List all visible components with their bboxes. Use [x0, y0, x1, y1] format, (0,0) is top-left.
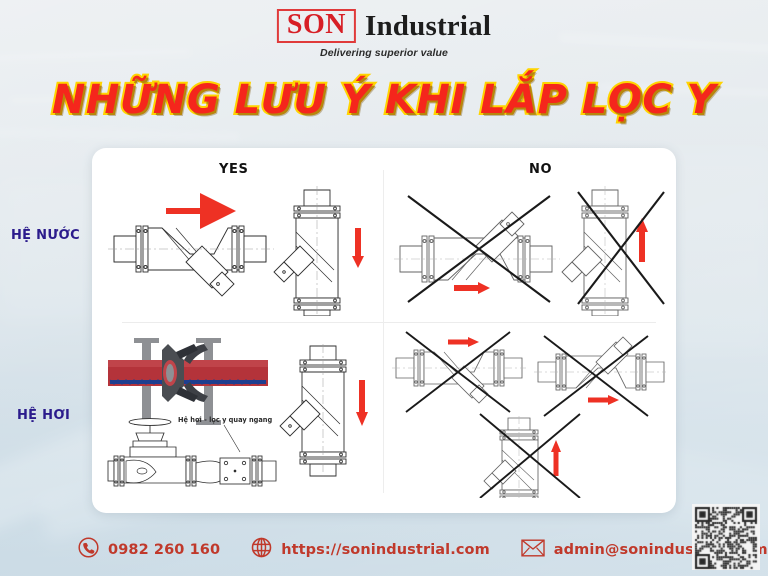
comparison-panel: YES NO — [92, 148, 676, 513]
logo-son-box: SON — [276, 9, 356, 43]
row-label-steam-system: HỆ HƠI — [17, 408, 71, 423]
y-strainer-horizontal-pocket-down — [392, 349, 526, 404]
phone-icon — [78, 537, 99, 563]
diagram-group-yes-steam: Hệ hơi - lọc y quay ngang — [106, 330, 378, 498]
globe-icon — [251, 537, 272, 563]
y-strainer-horizontal-pocket-down — [108, 225, 274, 297]
phone-number: 0982 260 160 — [108, 542, 221, 558]
page-title: NHỮNG LƯU Ý KHI LẮP LỌC Y — [50, 76, 718, 124]
footer-contact-bar: 0982 260 160 https://sonindustrial.com a… — [0, 524, 768, 576]
diagram-group-no-water — [392, 184, 666, 316]
cross-out-mark — [543, 335, 649, 417]
flow-arrow-down — [352, 228, 364, 268]
flow-arrow-up — [551, 440, 561, 476]
flow-arrow-right — [448, 337, 479, 347]
column-header-yes: YES — [219, 162, 249, 177]
row-divider — [122, 322, 656, 323]
envelope-icon — [521, 539, 545, 562]
flow-arrow-right — [588, 395, 619, 405]
flow-arrow-up — [636, 218, 648, 262]
column-divider — [383, 170, 384, 493]
cross-out-mark — [479, 413, 581, 498]
logo-son-text: SON — [286, 9, 346, 40]
y-strainer-vertical-flow-down — [273, 186, 341, 316]
steam-pipe-condensate-section — [108, 338, 268, 425]
diagram-group-no-steam — [392, 330, 666, 498]
y-strainer-vertical-flow-down — [279, 344, 347, 480]
diagram-group-yes-water — [106, 184, 378, 316]
logo-industrial-text: Industrial — [364, 9, 492, 42]
header: SON Industrial Delivering superior value — [0, 0, 768, 62]
website-url: https://sonindustrial.com — [281, 542, 490, 558]
column-header-no: NO — [529, 162, 553, 177]
steam-diagram-caption: Hệ hơi - lọc y quay ngang — [178, 416, 272, 424]
flow-arrow-right — [454, 282, 490, 294]
flow-arrow-down — [356, 380, 368, 426]
title-banner: NHỮNG LƯU Ý KHI LẮP LỌC Y — [0, 76, 768, 124]
footer-phone[interactable]: 0982 260 160 — [78, 537, 220, 563]
y-strainer-horizontal-pocket-up — [534, 336, 666, 391]
y-strainer-vertical-flow-up — [561, 186, 629, 316]
brand-tagline: Delivering superior value — [320, 47, 448, 59]
cross-out-mark — [405, 331, 511, 413]
cross-out-mark — [407, 195, 551, 303]
qr-code[interactable] — [692, 504, 760, 570]
footer-website[interactable]: https://sonindustrial.com — [251, 537, 490, 563]
row-label-water-system: HỆ NƯỚC — [11, 228, 81, 243]
brand-logo: SON Industrial Delivering superior value — [276, 9, 492, 59]
y-strainer-sideways-valve-assembly — [107, 418, 277, 487]
cross-out-mark — [577, 191, 665, 305]
